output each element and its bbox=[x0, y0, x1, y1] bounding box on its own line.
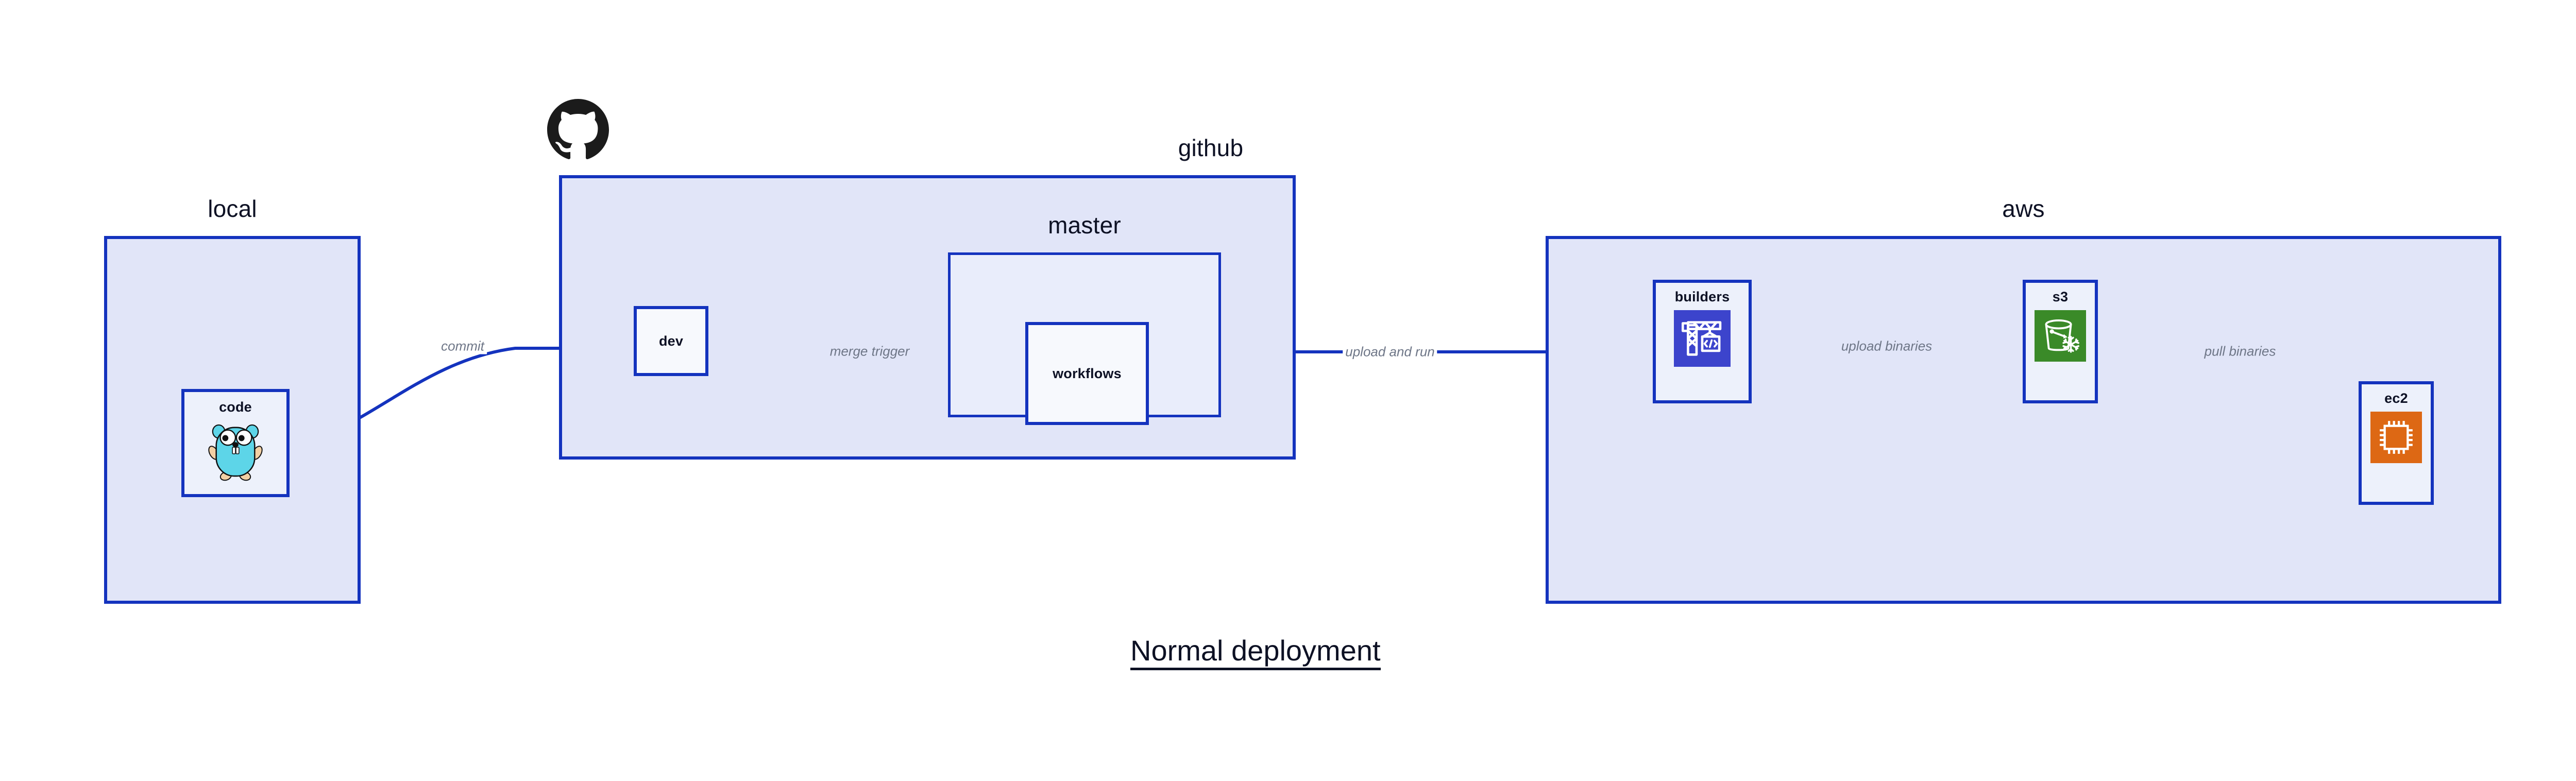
node-s3[interactable]: s3 bbox=[2023, 280, 2098, 403]
node-label-ec2: ec2 bbox=[2384, 390, 2408, 406]
edge-label-upload-and-run: upload and run bbox=[1343, 344, 1437, 360]
node-label-builders: builders bbox=[1674, 289, 1730, 304]
container-local bbox=[104, 236, 361, 604]
node-label-dev: dev bbox=[658, 333, 684, 349]
aws-builders-crane-icon bbox=[1674, 310, 1731, 367]
edge-label-commit: commit bbox=[438, 338, 487, 354]
node-label-workflows: workflows bbox=[1053, 365, 1122, 381]
diagram-title: Normal deployment bbox=[1130, 635, 1381, 670]
node-ec2[interactable]: ec2 bbox=[2359, 381, 2434, 505]
container-label-local: local bbox=[208, 195, 257, 222]
container-label-github: github bbox=[1178, 134, 1244, 161]
go-gopher-icon bbox=[208, 419, 263, 481]
edge-label-upload-binaries: upload binaries bbox=[1838, 338, 1935, 354]
edge-label-pull-binaries: pull binaries bbox=[2201, 343, 2279, 360]
container-label-master: master bbox=[1048, 212, 1121, 239]
node-workflows[interactable]: workflows bbox=[1025, 322, 1149, 425]
node-dev[interactable]: dev bbox=[634, 306, 708, 376]
node-builders[interactable]: builders bbox=[1653, 280, 1752, 403]
aws-ec2-chip-icon bbox=[2370, 412, 2422, 463]
edge-label-merge-trigger: merge trigger bbox=[827, 343, 912, 360]
github-octocat-icon bbox=[547, 99, 609, 161]
container-label-aws: aws bbox=[2002, 195, 2045, 222]
node-label-s3: s3 bbox=[2052, 289, 2069, 304]
node-label-code: code bbox=[219, 399, 252, 415]
node-code[interactable]: code bbox=[181, 389, 290, 497]
aws-s3-bucket-icon bbox=[2035, 310, 2086, 362]
